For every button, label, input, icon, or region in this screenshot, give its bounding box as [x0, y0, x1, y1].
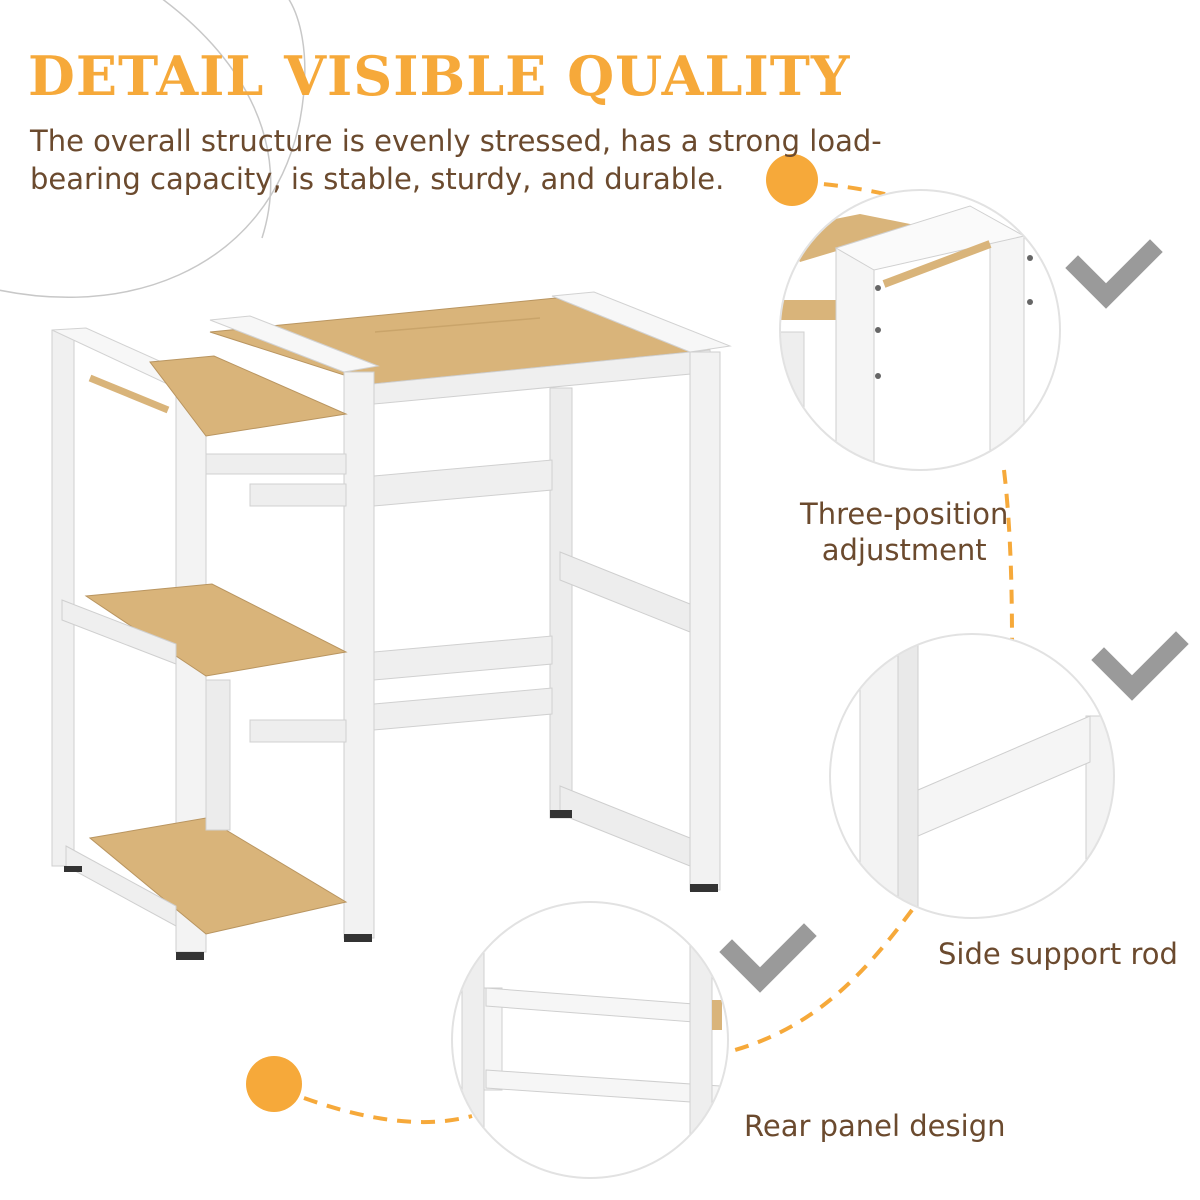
callout-line: adjustment: [821, 533, 987, 567]
zoom-detail-side-support: [829, 633, 1115, 919]
callout-three-position-adjustment: Three-position adjustment: [800, 496, 1008, 568]
checkmark-icon: [1091, 631, 1189, 701]
callout-line: Side support rod: [938, 937, 1178, 971]
callout-rear-panel-design: Rear panel design: [744, 1108, 1005, 1144]
headline: DETAIL VISIBLE QUALITY: [28, 44, 851, 108]
checkmark-icon: [719, 923, 817, 993]
desk-shelf-unit: [51, 291, 732, 960]
decorative-arcs: [0, 0, 306, 299]
zoom-detail-three-position: [779, 189, 1061, 471]
accent-dot: [766, 154, 818, 206]
accent-dot: [246, 1056, 302, 1112]
checkmark-icon: [1065, 239, 1163, 309]
callout-line: Three-position: [800, 497, 1009, 531]
callout-side-support-rod: Side support rod: [938, 936, 1178, 972]
zoom-detail-rear-panel: [451, 901, 729, 1179]
description-text: The overall structure is evenly stressed…: [30, 124, 882, 196]
callout-line: Rear panel design: [744, 1109, 1006, 1143]
